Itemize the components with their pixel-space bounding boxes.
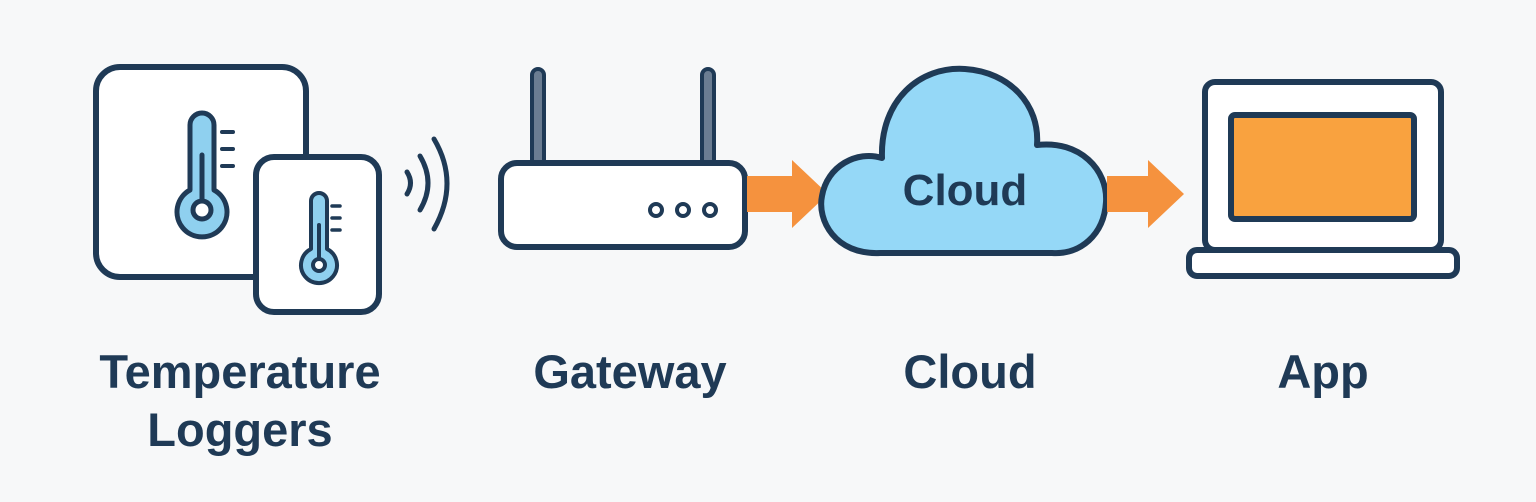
laptop-screen (1228, 112, 1417, 222)
left-antenna (530, 67, 546, 172)
led-dot-2 (675, 202, 691, 218)
small-thermometer-icon (299, 191, 342, 286)
temperature-loggers-label-line2: Loggers (147, 403, 333, 456)
cloud-icon: Cloud (818, 65, 1110, 257)
led-dot-1 (648, 202, 664, 218)
laptop-base (1186, 247, 1460, 279)
cloud-node: Cloud (818, 65, 1110, 257)
small-logger-device-icon (253, 154, 382, 315)
arrow-cloud-to-app (1107, 160, 1184, 228)
app-node (1186, 79, 1460, 279)
large-thermometer-icon (174, 110, 235, 240)
right-antenna (700, 67, 716, 172)
cloud-inner-label: Cloud (903, 166, 1028, 215)
router-icon (498, 67, 748, 250)
router-body (498, 160, 748, 250)
laptop-icon (1186, 79, 1460, 279)
wireless-signal-icon (404, 136, 450, 232)
temperature-loggers-node (93, 64, 382, 315)
led-dot-3 (702, 202, 718, 218)
temperature-loggers-label-line1: Temperature (99, 345, 381, 398)
gateway-label: Gateway (533, 345, 727, 398)
cloud-label: Cloud (903, 345, 1037, 398)
temperature-loggers-label: Temperature Loggers (40, 343, 440, 459)
arrow-gateway-to-cloud (747, 160, 828, 228)
app-label: App (1277, 345, 1369, 398)
gateway-node (498, 67, 748, 250)
